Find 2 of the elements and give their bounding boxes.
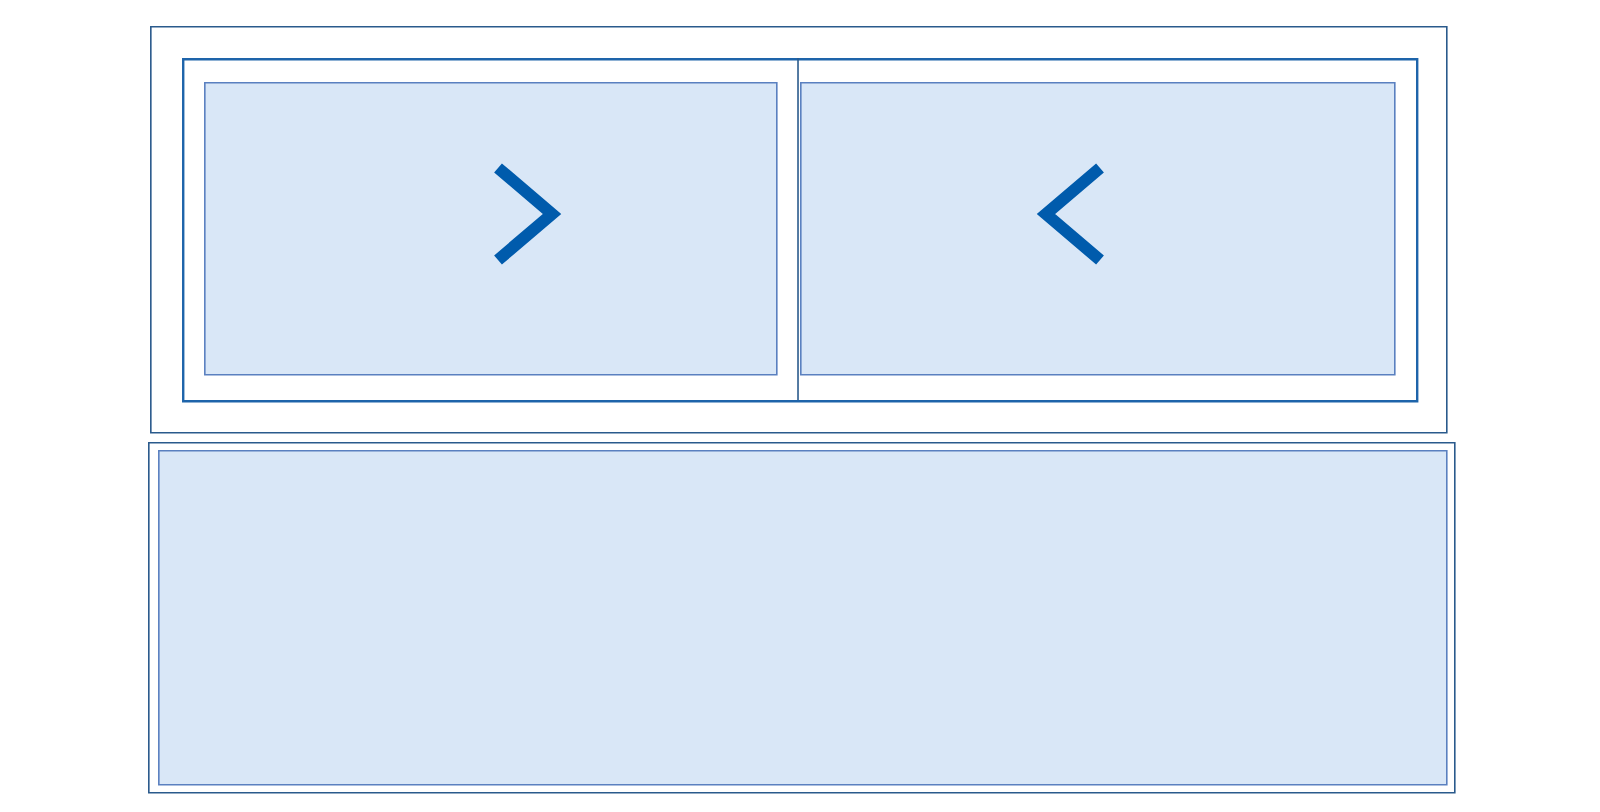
glass-pane	[800, 82, 1396, 376]
glass-pane	[204, 82, 778, 376]
